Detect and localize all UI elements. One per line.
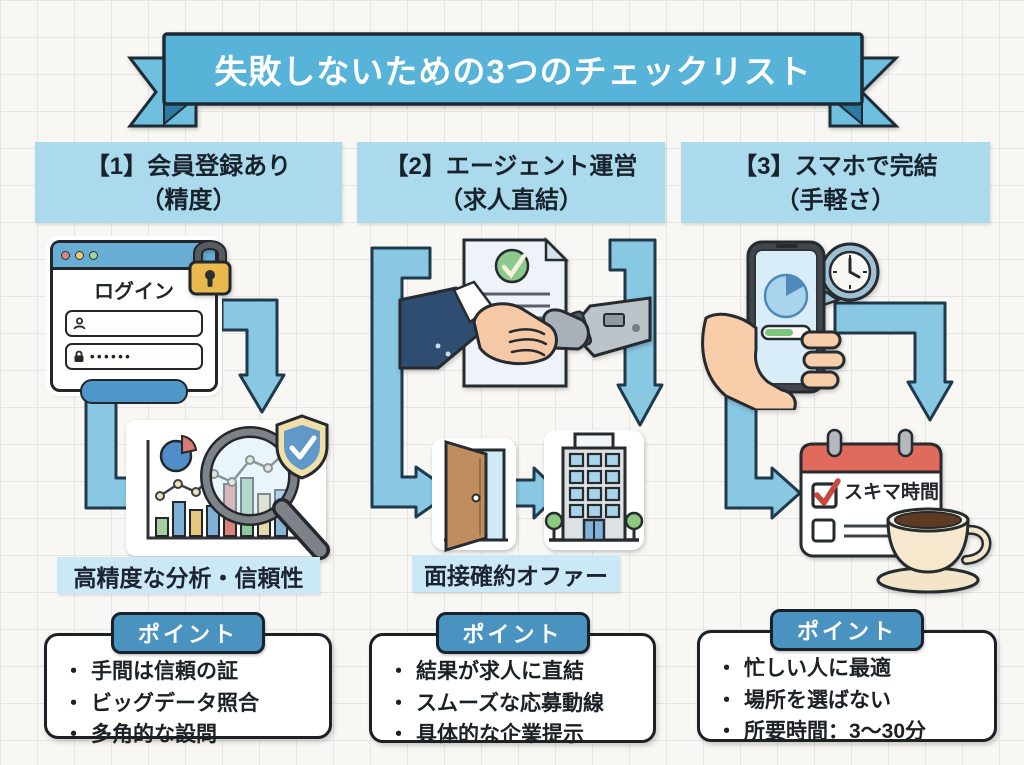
point-text: 具体的な企業提示: [416, 723, 584, 746]
calendar-label: スキマ時間: [844, 482, 940, 503]
arrow-col1-right-down: [220, 298, 286, 414]
bullet-marker: ・: [388, 691, 409, 715]
bullet-marker: ・: [716, 688, 737, 712]
points-tab-col2: ポイント: [435, 612, 590, 654]
bullet-marker: ・: [63, 691, 84, 715]
tree-icon: [624, 511, 644, 531]
window-dot-red: [61, 250, 70, 260]
ribbon-body: [162, 32, 864, 106]
arrow-col3-right-down: [833, 301, 954, 422]
header-col3: 【3】スマホで完結 （手軽さ）: [681, 142, 990, 223]
point-item: ・多角的な設問: [63, 719, 319, 751]
login-window: ログイン ••••••: [50, 240, 218, 404]
point-text: 結果が求人に直結: [416, 660, 584, 683]
point-item: ・手間は信頼の証: [63, 656, 319, 688]
header-col1-line1: 【1】会員登録あり: [85, 153, 292, 180]
checkbox-empty: [811, 518, 836, 543]
window-dot-green: [89, 250, 98, 260]
password-masked: ••••••: [90, 349, 133, 364]
point-item: ・所要時間：3〜30分: [716, 716, 984, 748]
caption-col1: 高精度な分析・信頼性: [57, 557, 320, 594]
holding-hand: [701, 312, 797, 410]
login-window-titlebar: [53, 243, 215, 270]
arrow-col3-down-right: [724, 383, 802, 520]
points-tab-col3: ポイント: [769, 609, 925, 651]
bullet-marker: ・: [388, 723, 409, 746]
bullet-marker: ・: [716, 720, 737, 743]
bullet-marker: ・: [716, 657, 737, 680]
points-box-col3: ポイント ・忙しい人に最適 ・場所を選ばない ・所要時間：3〜30分: [697, 609, 997, 743]
password-field: ••••••: [65, 343, 203, 370]
handshake-robot-icon: [398, 236, 652, 388]
point-item: ・忙しい人に最適: [716, 653, 984, 685]
banner-title: 失敗しないための3つのチェックリスト: [214, 53, 812, 90]
coffee-cup-icon: [876, 507, 992, 594]
header-col1: 【1】会員登録あり （精度）: [35, 142, 342, 223]
clock-icon: [810, 242, 880, 311]
points-tab-col1: ポイント: [110, 612, 266, 654]
door-icon: [432, 438, 516, 553]
header-col3-line2: （手軽さ）: [775, 186, 896, 214]
bullet-marker: ・: [388, 660, 409, 683]
shield-check-icon: [275, 414, 329, 480]
office-building-icon: [544, 430, 644, 550]
points-box-col1: ポイント ・手間は信頼の証 ・ビッグデータ照合 ・多角的な設問: [44, 612, 332, 746]
point-item: ・ビッグデータ照合: [63, 688, 319, 720]
point-text: 多角的な設問: [91, 723, 217, 746]
point-text: ビッグデータ照合: [91, 691, 259, 715]
tree-icon: [544, 511, 564, 531]
point-item: ・結果が求人に直結: [388, 656, 643, 688]
magnifier-icon: [200, 426, 330, 560]
point-item: ・具体的な企業提示: [388, 719, 643, 751]
arrow-col2-left-down-right: [370, 246, 454, 519]
username-field: [65, 310, 203, 337]
header-col2-line1: 【2】エージェント運営: [384, 153, 638, 180]
header-col1-line2: （精度）: [140, 186, 237, 214]
bullet-marker: ・: [63, 660, 84, 683]
login-title: ログイン: [94, 281, 174, 303]
login-button: [80, 379, 188, 404]
bullet-marker: ・: [63, 723, 84, 746]
human-hand: [472, 302, 558, 366]
point-text: 場所を選ばない: [744, 688, 891, 712]
point-item: ・スムーズな応募動線: [388, 688, 643, 720]
lock-small-icon: [74, 350, 84, 362]
window-dot-yellow: [75, 250, 84, 260]
point-item: ・場所を選ばない: [716, 685, 984, 717]
point-text: 所要時間：3〜30分: [744, 720, 927, 743]
point-text: スムーズな応募動線: [416, 691, 604, 715]
point-text: 手間は信頼の証: [91, 660, 238, 683]
lock-icon: [188, 240, 232, 296]
header-col2-line2: （求人直結）: [439, 186, 583, 214]
header-col3-line1: 【3】スマホで完結: [733, 153, 938, 180]
point-text: 忙しい人に最適: [744, 657, 891, 680]
caption-col2: 面接確約オファー: [412, 555, 620, 592]
points-box-col2: ポイント ・結果が求人に直結 ・スムーズな応募動線 ・具体的な企業提示: [369, 612, 656, 746]
user-icon: [73, 317, 86, 330]
smartphone-hand-icon: [701, 240, 880, 410]
analysis-chart-icon: [126, 414, 330, 560]
header-col2: 【2】エージェント運営 （求人直結）: [357, 142, 665, 223]
banner-ribbon: [126, 32, 900, 128]
